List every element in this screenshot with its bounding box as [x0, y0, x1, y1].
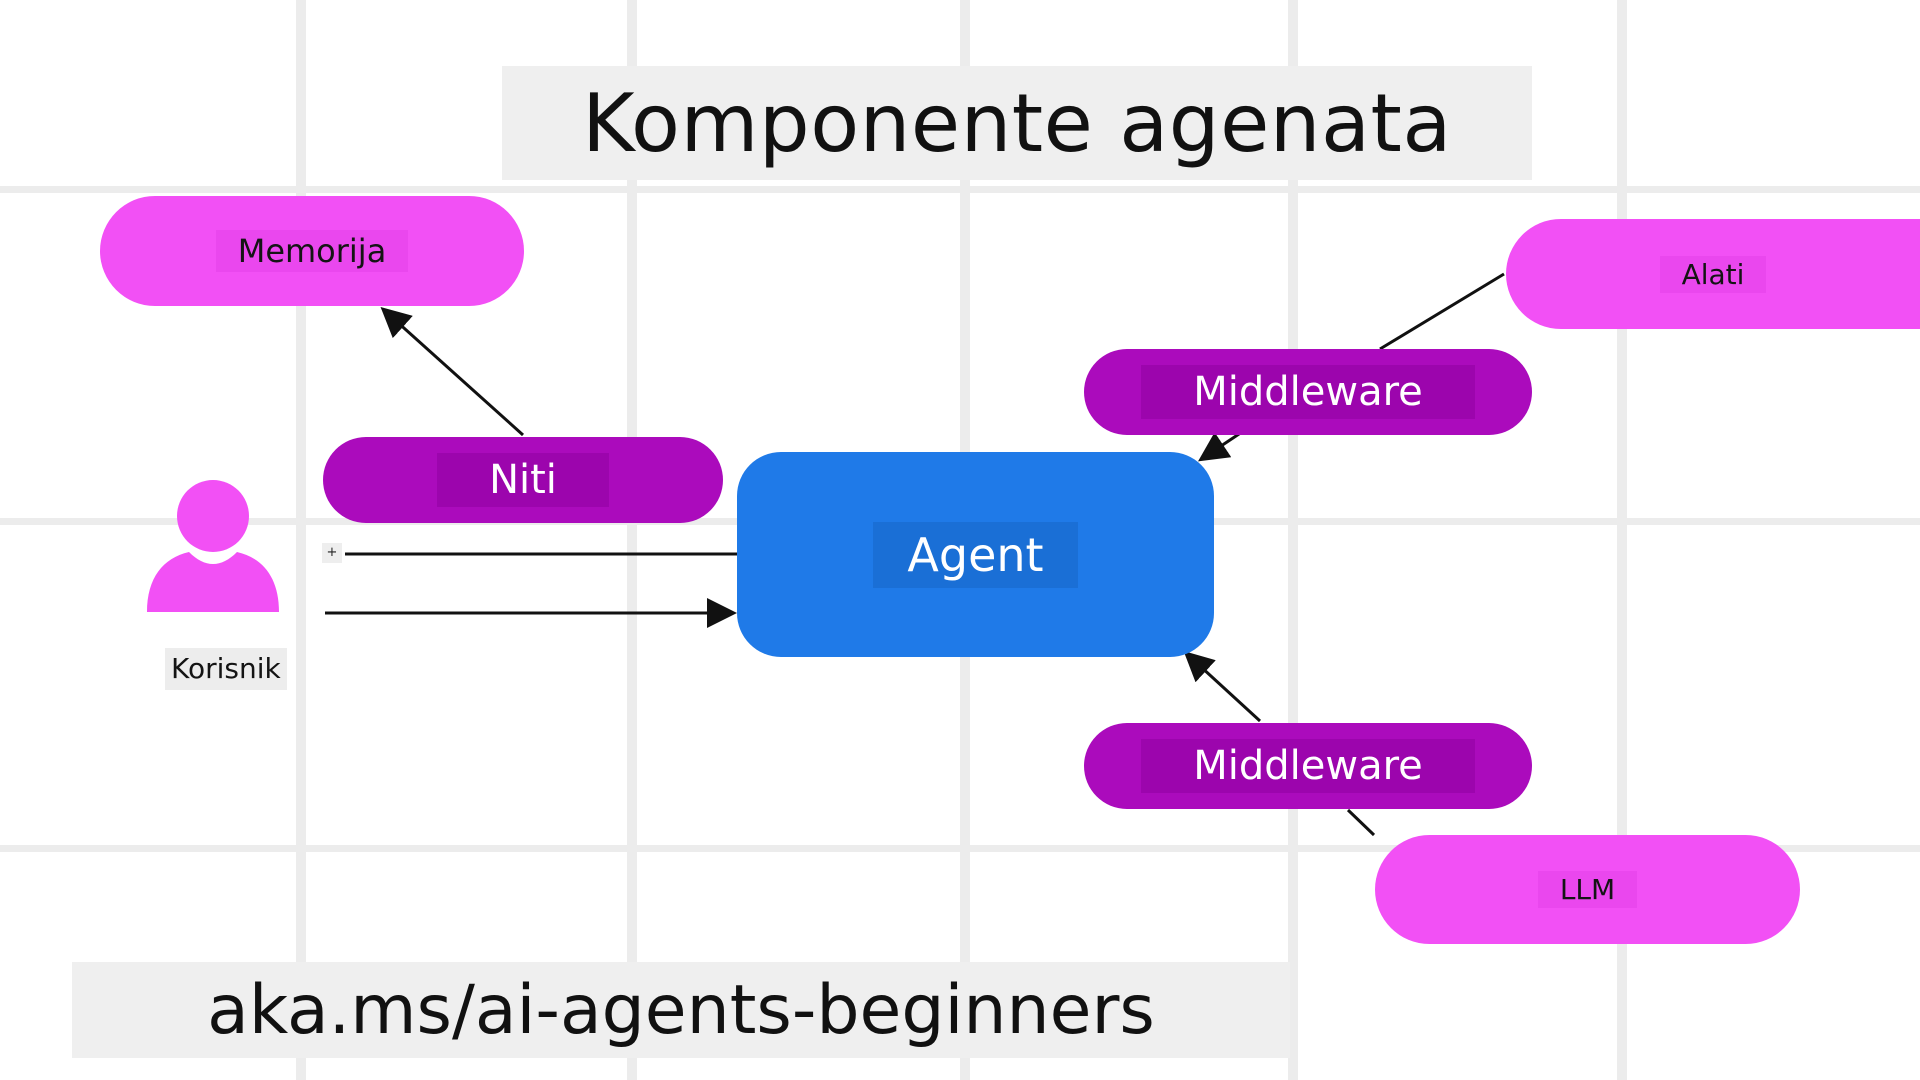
line-llm-to-middleware: [1346, 808, 1376, 837]
tools-label: Alati: [1659, 255, 1767, 293]
line-tools-to-middleware: [1379, 272, 1505, 351]
middleware-bottom-node: Middleware: [1084, 723, 1532, 809]
agent-label: Agent: [873, 521, 1078, 588]
tools-node: Alati: [1506, 219, 1920, 329]
footer-link: aka.ms/ai-agents-beginners: [72, 962, 1290, 1058]
arrow-middleware-to-agent-bottom: [1183, 650, 1262, 723]
footer-link-text: aka.ms/ai-agents-beginners: [207, 970, 1155, 1050]
grid-line: [627, 0, 637, 1080]
user-icon: [147, 480, 279, 612]
small-marker: +: [322, 543, 342, 563]
memory-label: Memorija: [215, 230, 409, 272]
llm-node: LLM: [1375, 835, 1800, 944]
user-label: Korisnik: [165, 648, 287, 690]
grid-line: [0, 845, 1920, 852]
middleware-bottom-label: Middleware: [1141, 739, 1475, 793]
arrow-threads-to-memory: [380, 306, 525, 437]
middleware-top-label: Middleware: [1141, 365, 1475, 419]
grid-line: [1288, 0, 1298, 1080]
threads-label: Niti: [437, 453, 609, 507]
agent-node: Agent: [737, 452, 1214, 657]
diagram-title-text: Komponente agenata: [582, 76, 1452, 170]
grid-line: [296, 0, 306, 1080]
grid-line: [0, 186, 1920, 193]
llm-label: LLM: [1537, 871, 1638, 908]
memory-node: Memorija: [100, 196, 524, 306]
middleware-top-node: Middleware: [1084, 349, 1532, 435]
threads-node: Niti: [323, 437, 723, 523]
grid-line: [1617, 0, 1627, 1080]
diagram-title: Komponente agenata: [502, 66, 1532, 180]
